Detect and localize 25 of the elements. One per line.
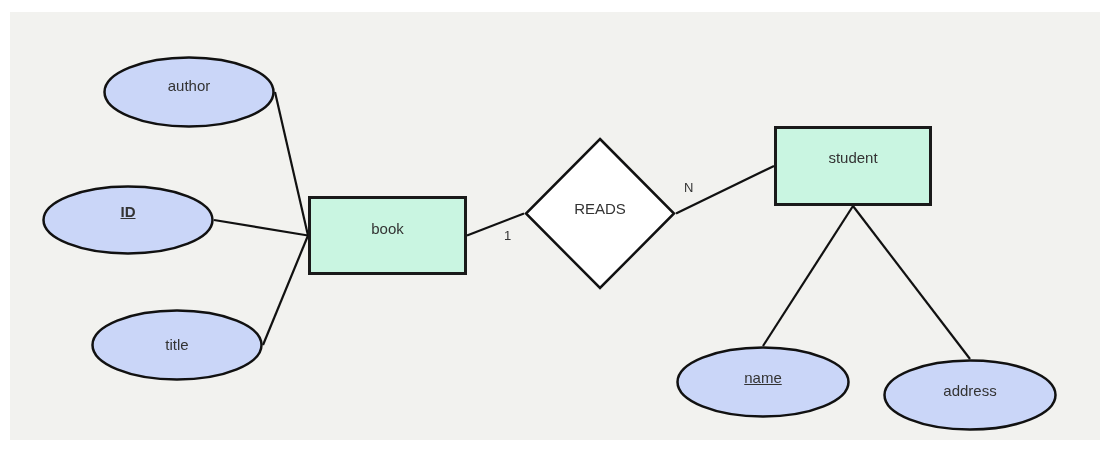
connector-line [262, 235, 309, 346]
attribute-ellipse [91, 309, 263, 381]
connector-line [762, 205, 854, 347]
connector-line [852, 205, 971, 360]
cardinality-label: 1 [503, 229, 513, 242]
node-label: READS [574, 199, 626, 220]
cardinality-label: N [683, 181, 695, 194]
node-label: address [943, 380, 997, 401]
node-label: ID [120, 201, 136, 222]
node-label: book [371, 219, 404, 240]
entity-rect [774, 126, 932, 206]
node-label: author [167, 75, 211, 96]
attribute-ellipse [42, 185, 214, 255]
attribute-ellipse [676, 346, 850, 418]
node-label: title [165, 334, 189, 355]
node-label: name [744, 367, 782, 388]
attribute-ellipse [883, 359, 1057, 431]
node-label: student [828, 147, 878, 168]
connector-line [675, 165, 775, 215]
connector-line [466, 212, 525, 237]
attribute-ellipse [103, 56, 275, 128]
connector-line [213, 218, 309, 237]
entity-rect [308, 196, 467, 275]
connector-line [273, 91, 310, 236]
relationship-diamond [524, 137, 676, 290]
